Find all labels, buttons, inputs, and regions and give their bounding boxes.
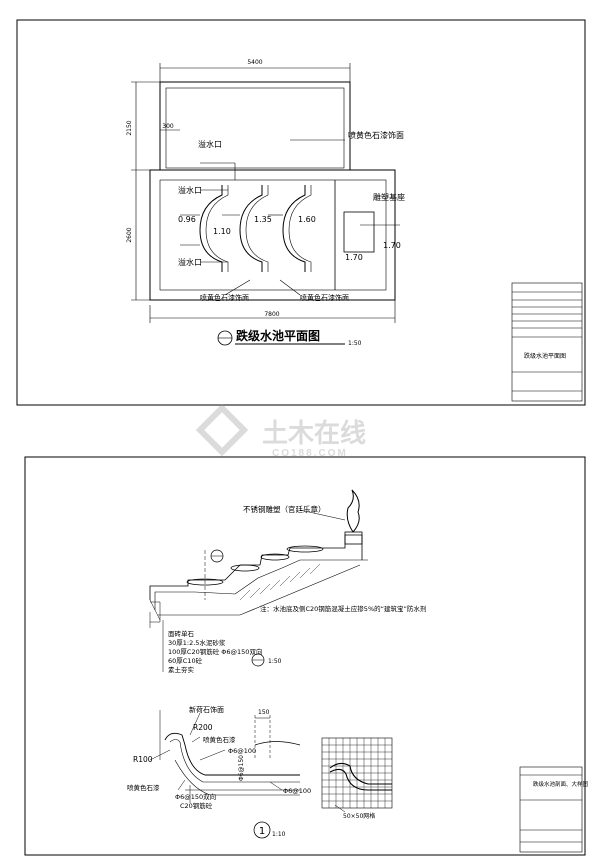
label-yellow-stone-left: 喷黄色石漆饰面 xyxy=(200,293,249,302)
label-phi100a: Φ6@100 xyxy=(228,747,256,755)
grid-detail xyxy=(321,737,393,813)
detail-edge xyxy=(159,710,301,796)
dim-left-upper: 2150 xyxy=(126,120,133,135)
sculpture-pedestal xyxy=(344,531,363,545)
sculpture-shape xyxy=(346,489,360,533)
label-r200: R200 xyxy=(193,723,213,732)
label-yellow-stone-top: 喷黄色石漆饰面 xyxy=(348,130,404,140)
layer-1: 面砖单石 xyxy=(168,629,195,638)
sheet-1-title: 跌级水池平面图 xyxy=(236,328,320,343)
upper-pool-inner xyxy=(165,87,345,169)
detail-leaders xyxy=(149,712,283,803)
dim-top-width: 5400 xyxy=(247,59,262,66)
sheet-1: 5400 2150 2600 7800 300 xyxy=(16,19,586,406)
label-yellow-stone: 喷黄色石漆 xyxy=(127,783,160,792)
label-overflow-bottom: 溢水口 xyxy=(178,257,202,267)
section-stepped-pool xyxy=(149,489,368,628)
level-170b: 1.70 xyxy=(383,241,401,250)
title-block-1-drawing-name: 跌级水池平面图 xyxy=(524,352,566,360)
title-block-2-drawing-name: 跌级水池剖面、大样图 xyxy=(533,780,589,788)
detail-number-circle xyxy=(253,821,271,839)
layer-4: 60厚C10砼 xyxy=(168,656,203,665)
label-r100: R100 xyxy=(133,755,153,764)
leader-lines xyxy=(200,139,400,296)
upper-pool xyxy=(159,81,351,171)
label-phi100b: Φ6@100 xyxy=(283,787,311,795)
sculpture-base-rect xyxy=(343,211,375,253)
sheet-2: 不锈钢雕塑（官廷乐章） 注：水池底及侧C20钢筋混凝土应掺5%的“建筑宝”防水剂… xyxy=(24,456,589,856)
label-phi150: Φ6@150 xyxy=(238,755,245,781)
label-sculpture: 不锈钢雕塑（官廷乐章） xyxy=(243,504,326,514)
dim-bottom-width: 7800 xyxy=(264,311,279,318)
label-note: 注：水池底及侧C20钢筋混凝土应掺5%的“建筑宝”防水剂 xyxy=(260,604,426,613)
watermark: 土木在线 CO188.COM xyxy=(195,403,366,459)
weir-2 xyxy=(239,185,263,272)
hatch xyxy=(239,563,321,601)
label-sculpture-base: 雕塑基座 xyxy=(373,192,405,202)
layer-5: 素土夯实 xyxy=(168,665,195,674)
level-135: 1.35 xyxy=(254,215,272,224)
scale-1: 1:50 xyxy=(268,658,282,665)
label-yellow-paint: 喷黄色石漆 xyxy=(203,735,236,744)
lower-pool xyxy=(149,169,396,301)
dim-150: 150 xyxy=(258,709,270,716)
detail-number: 1 xyxy=(259,826,265,837)
weir-3 xyxy=(282,185,306,272)
watermark-brand: 土木在线 xyxy=(262,418,366,448)
level-096: 0.96 xyxy=(178,215,196,224)
label-granite: 新荷石饰面 xyxy=(189,705,224,714)
sheet-1-scale: 1:50 xyxy=(348,340,362,347)
dimension-lines xyxy=(131,63,396,323)
label-c20: C20钢筋砼 xyxy=(180,801,213,810)
label-overflow-top: 溢水口 xyxy=(198,139,222,149)
label-overflow-mid: 溢水口 xyxy=(178,185,202,195)
level-160: 1.60 xyxy=(298,215,316,224)
title-block-1 xyxy=(511,282,583,402)
lower-pool-inner xyxy=(159,179,387,291)
pool-plan xyxy=(149,81,396,301)
label-rebar-c20: Φ6@150双向 xyxy=(175,792,216,801)
label-yellow-stone-right: 喷黄色石漆饰面 xyxy=(300,293,349,302)
dim-left-lower: 2600 xyxy=(126,227,133,242)
detail-scale: 1:10 xyxy=(272,831,286,838)
title-block-2 xyxy=(519,766,583,853)
weir-1 xyxy=(199,185,223,272)
sheet-2-border xyxy=(24,456,586,856)
level-110: 1.10 xyxy=(213,227,231,236)
layer-3: 100厚C20钢筋砼 Φ6@150双向 xyxy=(168,647,262,656)
label-grid-note: 50×50网格 xyxy=(343,812,375,820)
level-170a: 1.70 xyxy=(345,253,363,262)
sheet-1-border xyxy=(16,19,586,406)
watermark-site: CO188.COM xyxy=(272,448,348,459)
layer-2: 30厚1:2.5水泥砂浆 xyxy=(168,638,226,647)
dim-300: 300 xyxy=(162,123,174,130)
